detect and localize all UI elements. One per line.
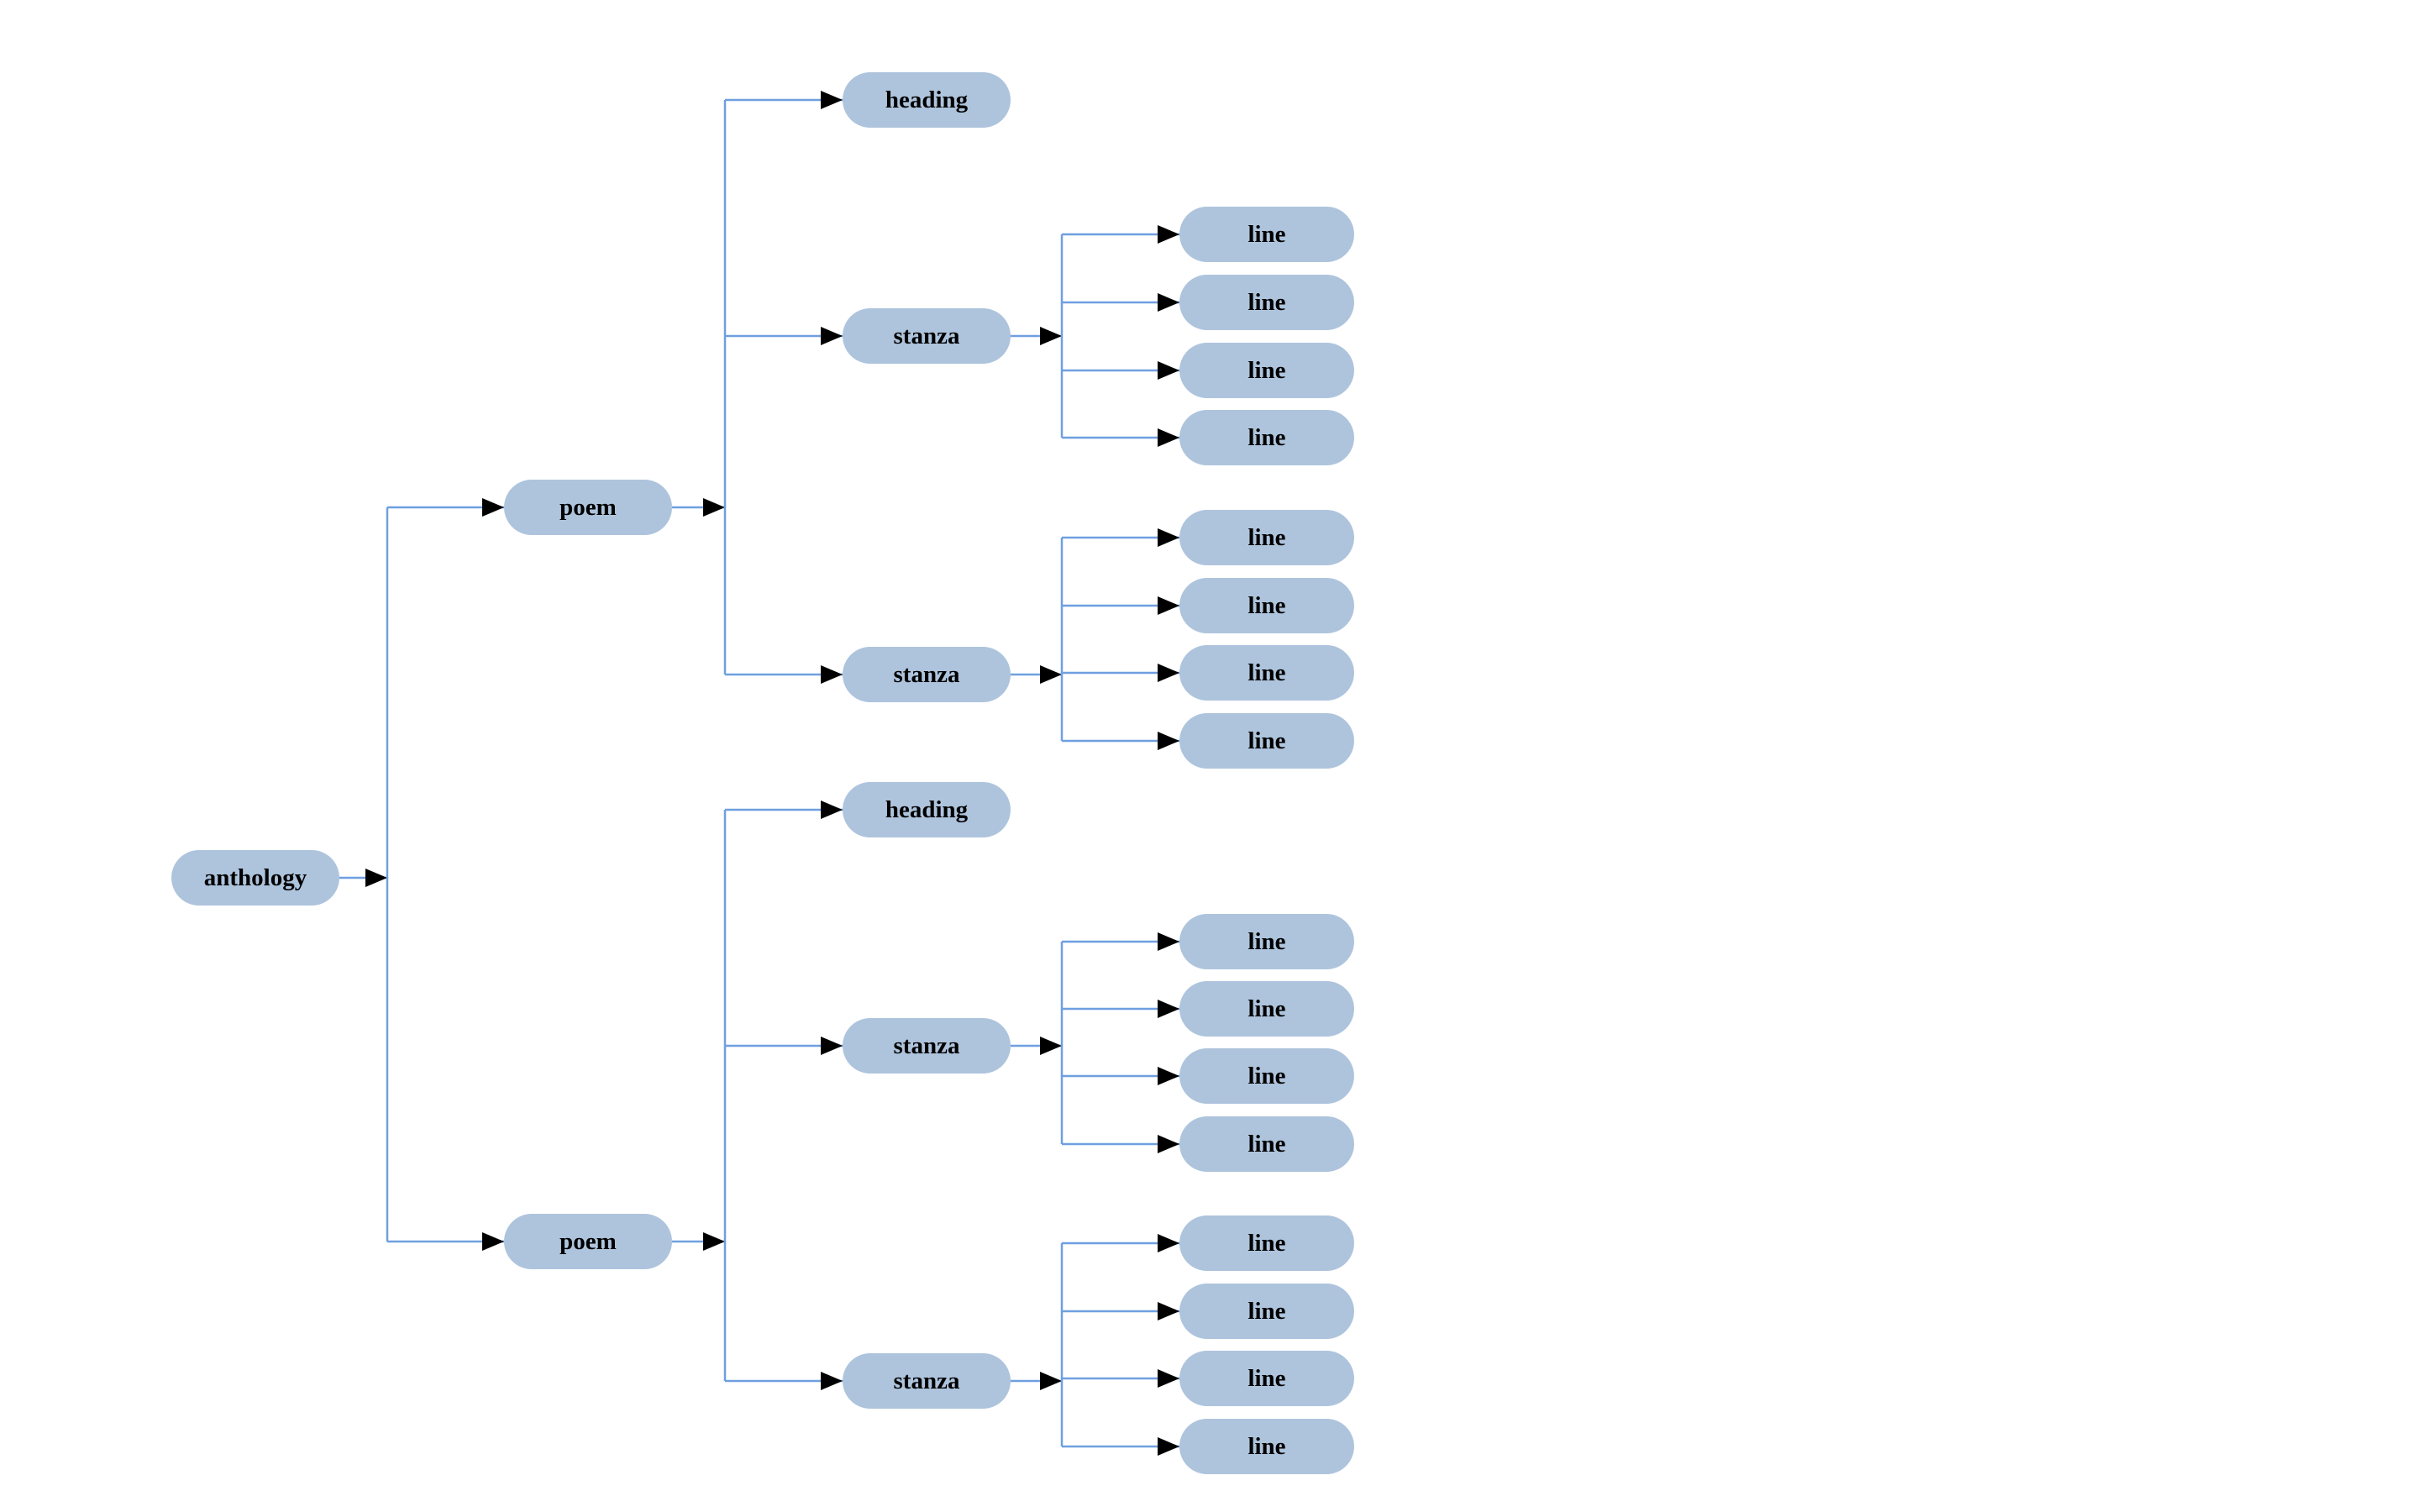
node-label: heading [885, 795, 969, 823]
node-label: poem [559, 1227, 617, 1255]
node-line1a3[interactable]: line [1179, 343, 1354, 398]
arrowhead-icon [365, 869, 387, 887]
node-line2b3[interactable]: line [1179, 1351, 1354, 1406]
node-line1a1[interactable]: line [1179, 207, 1354, 262]
arrowhead-icon [1040, 1372, 1062, 1390]
node-label: line [1247, 1364, 1286, 1392]
node-line1b1[interactable]: line [1179, 510, 1354, 565]
node-label: stanza [893, 1367, 960, 1394]
arrowhead-icon [482, 498, 504, 517]
node-label: poem [559, 493, 617, 521]
node-label: stanza [893, 1032, 960, 1059]
node-heading2[interactable]: heading [843, 782, 1011, 837]
arrowhead-icon [1040, 1037, 1062, 1055]
node-line2b4[interactable]: line [1179, 1419, 1354, 1474]
arrowhead-icon [703, 498, 725, 517]
node-heading1[interactable]: heading [843, 72, 1011, 128]
arrowhead-icon [1158, 361, 1179, 380]
arrowhead-icon [1158, 293, 1179, 312]
arrowhead-icon [821, 327, 843, 345]
arrowhead-icon [1158, 1437, 1179, 1456]
arrowhead-icon [1158, 225, 1179, 244]
node-label: line [1247, 591, 1286, 619]
node-line1b3[interactable]: line [1179, 645, 1354, 701]
node-stanza2a[interactable]: stanza [843, 1018, 1011, 1074]
arrowhead-icon [482, 1232, 504, 1251]
node-label: line [1247, 1432, 1286, 1460]
arrowhead-icon [821, 801, 843, 819]
arrowhead-icon [1040, 665, 1062, 684]
node-line1b4[interactable]: line [1179, 713, 1354, 769]
node-label: line [1247, 1130, 1286, 1158]
arrowhead-icon [1158, 1135, 1179, 1153]
node-line1b2[interactable]: line [1179, 578, 1354, 633]
arrowhead-icon [1158, 1234, 1179, 1252]
node-label: line [1247, 423, 1286, 451]
node-stanza1b[interactable]: stanza [843, 647, 1011, 702]
node-label: heading [885, 86, 969, 113]
node-stanza1a[interactable]: stanza [843, 308, 1011, 364]
node-line2b1[interactable]: line [1179, 1215, 1354, 1271]
node-label: line [1247, 288, 1286, 316]
node-label: line [1247, 995, 1286, 1022]
node-line2a4[interactable]: line [1179, 1116, 1354, 1172]
node-poem1[interactable]: poem [504, 480, 672, 535]
node-label: line [1247, 927, 1286, 955]
arrowhead-icon [1158, 596, 1179, 615]
arrowhead-icon [1158, 664, 1179, 682]
node-line1a2[interactable]: line [1179, 275, 1354, 330]
node-line1a4[interactable]: line [1179, 410, 1354, 465]
node-line2a2[interactable]: line [1179, 981, 1354, 1037]
arrowhead-icon [1158, 528, 1179, 547]
arrowhead-icon [1158, 1302, 1179, 1320]
node-label: line [1247, 1229, 1286, 1257]
arrowhead-icon [821, 665, 843, 684]
arrowhead-icon [1158, 1067, 1179, 1085]
arrowhead-icon [1158, 428, 1179, 447]
node-label: line [1247, 523, 1286, 551]
arrowhead-icon [821, 91, 843, 109]
node-poem2[interactable]: poem [504, 1214, 672, 1269]
node-label: stanza [893, 322, 960, 349]
node-line2a3[interactable]: line [1179, 1048, 1354, 1104]
node-anthology[interactable]: anthology [171, 850, 339, 906]
node-line2a1[interactable]: line [1179, 914, 1354, 969]
node-line2b2[interactable]: line [1179, 1284, 1354, 1339]
node-stanza2b[interactable]: stanza [843, 1353, 1011, 1409]
node-label: stanza [893, 660, 960, 688]
arrowhead-icon [821, 1372, 843, 1390]
arrowhead-icon [1158, 732, 1179, 750]
arrowhead-icon [1158, 932, 1179, 951]
arrowhead-icon [1040, 327, 1062, 345]
node-label: line [1247, 1062, 1286, 1089]
arrowhead-icon [821, 1037, 843, 1055]
arrowhead-icon [1158, 1369, 1179, 1388]
node-label: line [1247, 220, 1286, 248]
arrowhead-icon [703, 1232, 725, 1251]
node-label: anthology [203, 864, 307, 891]
node-label: line [1247, 356, 1286, 384]
node-label: line [1247, 1297, 1286, 1325]
node-label: line [1247, 727, 1286, 754]
node-label: line [1247, 659, 1286, 686]
arrowhead-icon [1158, 1000, 1179, 1018]
